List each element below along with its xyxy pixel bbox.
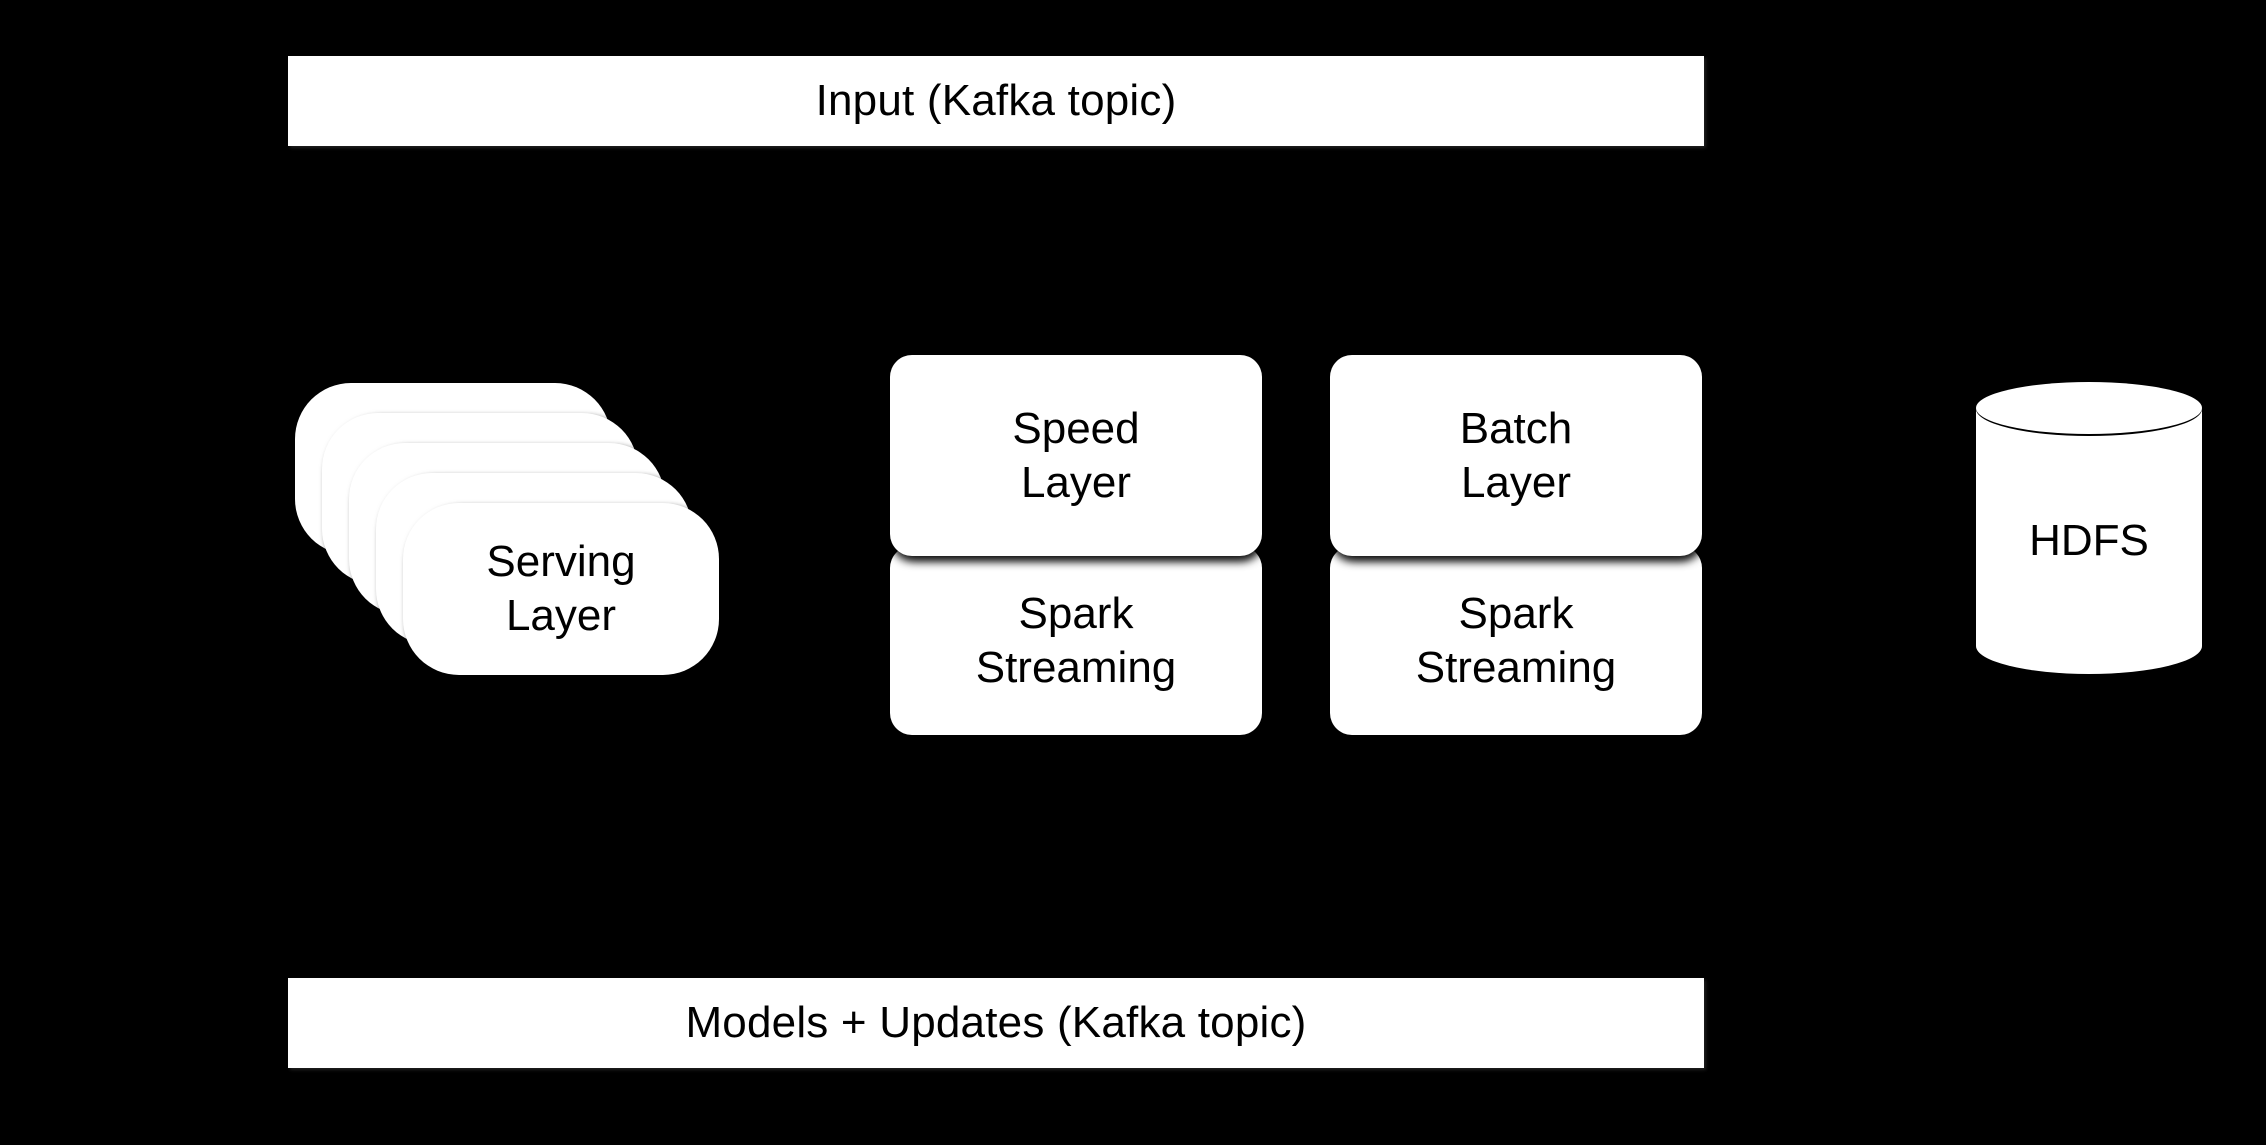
models-updates-kafka-topic-label: Models + Updates (Kafka topic) bbox=[685, 998, 1307, 1047]
speed-layer-label-line2: Layer bbox=[1020, 457, 1132, 507]
input-kafka-topic-label: Input (Kafka topic) bbox=[815, 76, 1177, 125]
input-kafka-topic-bar: Input (Kafka topic) bbox=[288, 56, 1704, 146]
serving-layer-card-front: Serving Layer bbox=[403, 503, 719, 675]
speed-layer-label-line1: Speed bbox=[1012, 403, 1140, 453]
batch-spark-streaming-label-line1: Spark bbox=[1458, 588, 1574, 638]
serving-layer-label-line1: Serving bbox=[486, 537, 636, 587]
speed-layer-box: Speed Layer bbox=[890, 355, 1262, 556]
batch-layer-box: Batch Layer bbox=[1330, 355, 1702, 556]
serving-layer-label: Serving Layer bbox=[486, 535, 635, 642]
batch-layer-label-line2: Layer bbox=[1460, 457, 1572, 507]
serving-layer-label-line2: Layer bbox=[505, 591, 617, 640]
hdfs-label: HDFS bbox=[2029, 516, 2149, 565]
speed-spark-streaming-label-line1: Spark bbox=[1018, 588, 1134, 638]
batch-spark-streaming-box: Spark Streaming bbox=[1330, 546, 1702, 735]
batch-spark-streaming-label: Spark Streaming bbox=[1406, 587, 1627, 694]
models-updates-kafka-topic-bar: Models + Updates (Kafka topic) bbox=[288, 978, 1704, 1068]
speed-spark-streaming-label: Spark Streaming bbox=[966, 587, 1187, 694]
cylinder-top-fill bbox=[1976, 382, 2202, 434]
batch-layer-label-line1: Batch bbox=[1459, 403, 1573, 453]
speed-spark-streaming-label-line2: Streaming bbox=[975, 642, 1177, 692]
hdfs-cylinder-icon: HDFS bbox=[1976, 382, 2202, 700]
batch-spark-streaming-label-line2: Streaming bbox=[1415, 642, 1617, 692]
batch-layer-label: Batch Layer bbox=[1450, 402, 1583, 509]
speed-layer-label: Speed Layer bbox=[1002, 402, 1149, 509]
serving-layer-stack: Serving Layer bbox=[280, 370, 800, 730]
speed-spark-streaming-box: Spark Streaming bbox=[890, 546, 1262, 735]
cylinder-body bbox=[1976, 408, 2202, 674]
